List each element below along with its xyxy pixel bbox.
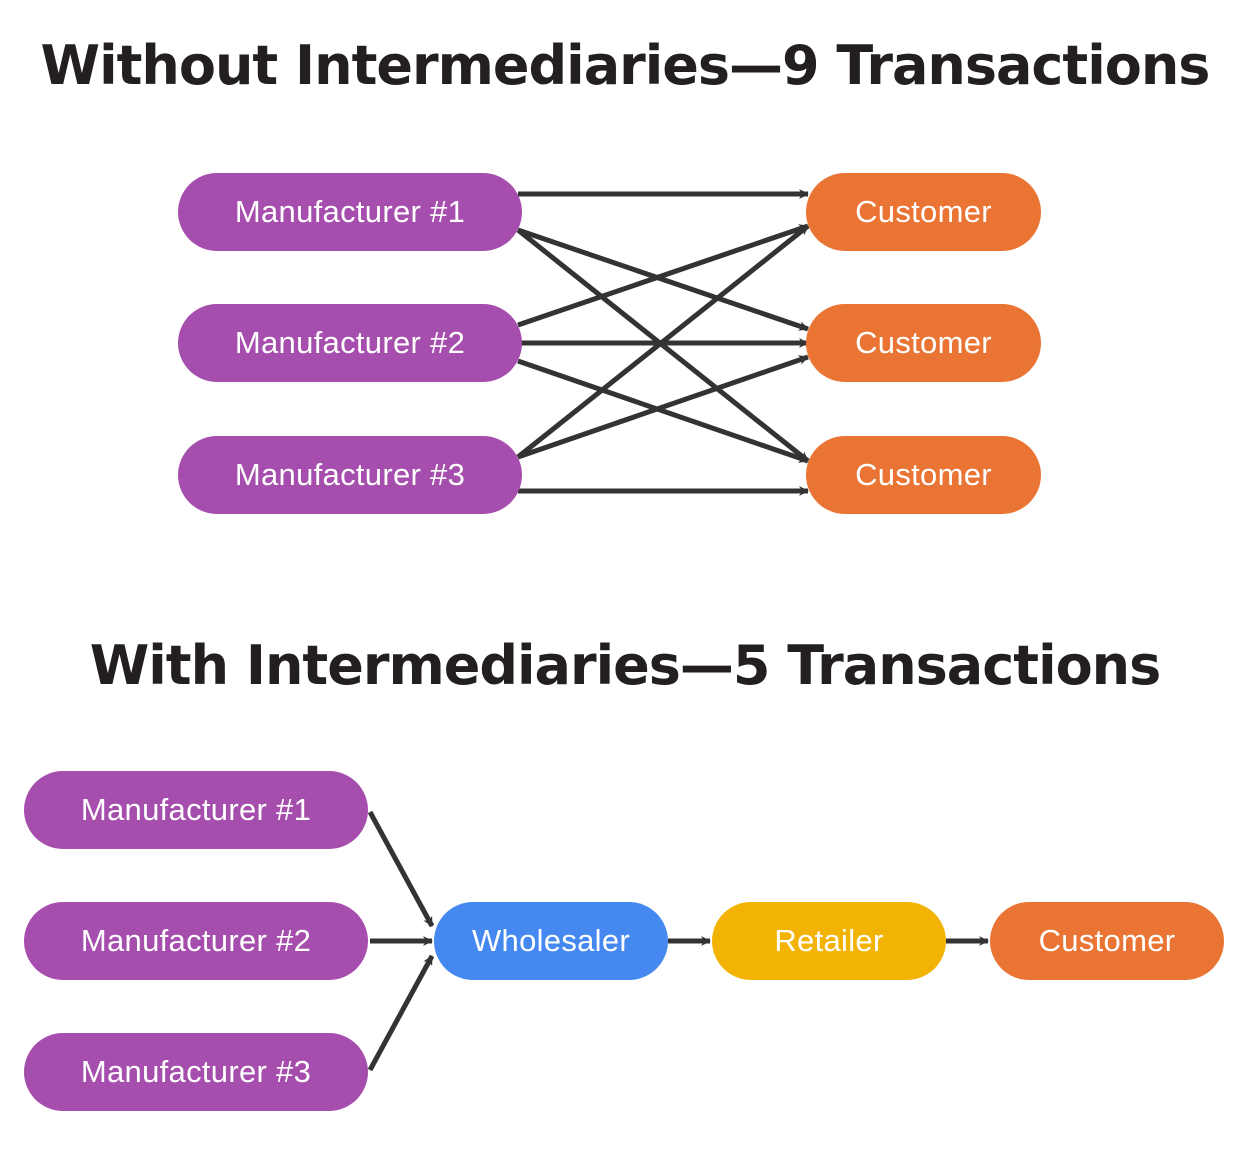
bottom-arrow-m3-wholesaler xyxy=(367,954,435,1072)
top-customer-2: Customer xyxy=(806,304,1041,382)
top-manufacturer-2: Manufacturer #2 xyxy=(178,304,522,382)
top-transaction-arrows xyxy=(516,189,810,496)
bottom-manufacturer-2: Manufacturer #2 xyxy=(24,902,368,980)
title-with-intermediaries: With Intermediaries—5 Transactions xyxy=(89,634,1162,697)
bottom-customer-node: Customer xyxy=(990,902,1224,980)
wholesaler-node: Wholesaler xyxy=(434,902,668,980)
bottom-arrow-m1-wholesaler xyxy=(367,810,435,928)
top-arrow-m2-c3 xyxy=(517,358,809,464)
top-arrow-m3-c1 xyxy=(516,224,810,459)
top-arrow-m2-c1 xyxy=(517,223,809,328)
title-without-intermediaries: Without Intermediaries—9 Transactions xyxy=(40,34,1211,97)
bottom-manufacturer-3: Manufacturer #3 xyxy=(24,1033,368,1111)
top-manufacturer-3: Manufacturer #3 xyxy=(178,436,522,514)
bottom-transaction-arrows xyxy=(367,810,989,1072)
top-customer-1: Customer xyxy=(806,173,1041,251)
top-customer-3: Customer xyxy=(806,436,1041,514)
top-arrow-m1-c2 xyxy=(517,227,809,332)
top-arrow-m3-c2 xyxy=(517,354,809,460)
retailer-node: Retailer xyxy=(712,902,946,980)
bottom-manufacturer-1: Manufacturer #1 xyxy=(24,771,368,849)
top-manufacturer-1: Manufacturer #1 xyxy=(178,173,522,251)
